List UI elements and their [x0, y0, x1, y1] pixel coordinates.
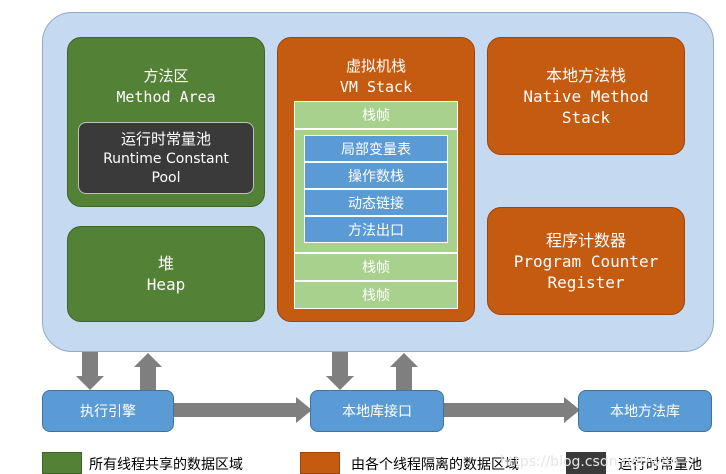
pc-register-en-2: Register [547, 272, 625, 292]
pc-register-en-1: Program Counter [513, 251, 659, 271]
heap-en: Heap [146, 275, 186, 294]
program-counter-register: 程序计数器 Program Counter Register [487, 207, 685, 315]
frame-item-local-vars: 局部变量表 [304, 135, 448, 162]
runtime-constant-pool: 运行时常量池 Runtime Constant Pool [78, 122, 254, 194]
constant-pool-en-1: Runtime Constant [103, 150, 229, 167]
arrow-right-interface-to-library [444, 397, 580, 423]
frame-item-return-address: 方法出口 [304, 216, 448, 243]
arrow-up-from-engine [134, 353, 162, 390]
legend-label-constant-pool: 运行时常量池 [618, 457, 702, 473]
heap-cn: 堆 [157, 254, 174, 273]
vm-stack-cn: 虚拟机栈 [345, 57, 406, 75]
method-area: 方法区 Method Area 运行时常量池 Runtime Constant … [67, 37, 265, 207]
frame-item-dynamic-link: 动态链接 [304, 189, 448, 216]
stack-frame-3: 栈帧 [294, 281, 458, 309]
native-method-library: 本地方法库 [578, 390, 712, 432]
native-stack-en-2: Stack [561, 107, 611, 127]
method-area-en: Method Area [116, 88, 216, 106]
execution-engine: 执行引擎 [42, 390, 174, 432]
pc-register-cn: 程序计数器 [545, 230, 626, 250]
vm-stack-en: VM Stack [339, 78, 413, 96]
stack-frame-expanded: 局部变量表 操作数栈 动态链接 方法出口 [294, 129, 458, 253]
arrow-down-to-interface [326, 352, 354, 390]
arrow-right-engine-to-interface [172, 397, 312, 423]
native-stack-cn: 本地方法栈 [545, 65, 626, 85]
frame-item-operand-stack: 操作数栈 [304, 162, 448, 189]
stack-frame-2: 栈帧 [294, 253, 458, 281]
arrow-up-from-interface [390, 353, 418, 390]
constant-pool-en-2: Pool [151, 169, 181, 186]
legend-swatch-shared [42, 452, 82, 474]
watermark: https://blog.csdn.net/wan [500, 454, 679, 470]
method-area-cn: 方法区 [143, 67, 189, 85]
arrow-down-to-engine [76, 352, 104, 390]
native-method-stack: 本地方法栈 Native Method Stack [487, 37, 685, 155]
legend-label-shared: 所有线程共享的数据区域 [89, 457, 243, 473]
legend-swatch-constant-pool [566, 452, 606, 474]
stack-frame-top: 栈帧 [294, 101, 458, 129]
constant-pool-cn: 运行时常量池 [120, 129, 211, 148]
native-stack-en-1: Native Method [523, 86, 649, 106]
heap: 堆 Heap [67, 226, 265, 322]
legend-swatch-isolated [300, 452, 340, 474]
vm-stack: 虚拟机栈 VM Stack 栈帧 局部变量表 操作数栈 动态链接 方法出口 栈帧… [277, 37, 475, 322]
native-interface: 本地库接口 [310, 390, 444, 432]
legend-label-isolated: 由各个线程隔离的数据区域 [351, 457, 519, 473]
